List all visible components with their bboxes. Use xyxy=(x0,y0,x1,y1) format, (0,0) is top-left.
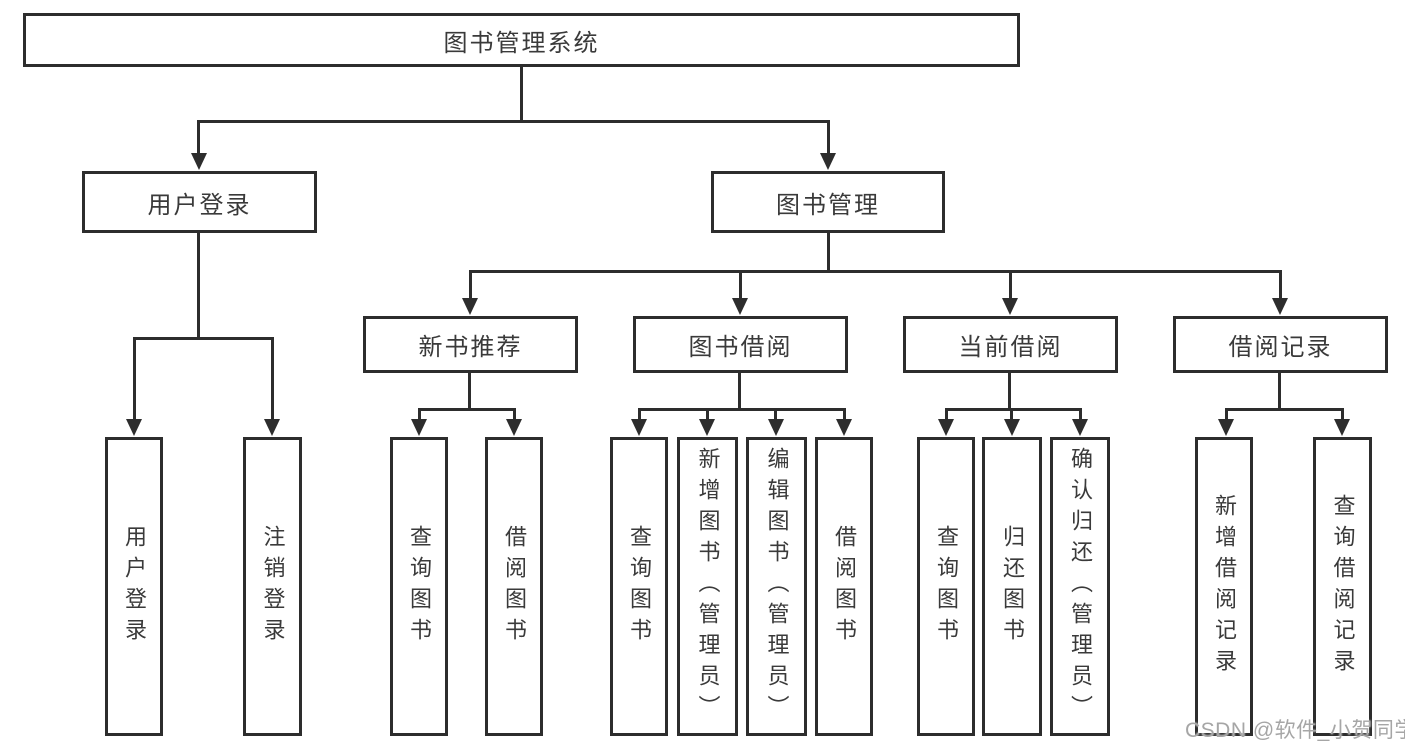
connector-stub xyxy=(197,120,200,156)
connector-stub xyxy=(469,270,472,300)
leaf-logout: 注销登录 xyxy=(243,437,302,736)
node-borrowing-records: 借阅记录 xyxy=(1173,316,1388,373)
arrowhead xyxy=(1218,419,1234,436)
connector-stub xyxy=(774,408,777,421)
node-user-login: 用户登录 xyxy=(82,171,317,233)
arrowhead xyxy=(506,419,522,436)
arrowhead xyxy=(1002,298,1018,315)
arrowhead xyxy=(768,419,784,436)
connector-stub xyxy=(1341,408,1344,421)
connector-stub xyxy=(945,408,948,421)
leaf-label: 新增图书（管理员） xyxy=(695,447,721,726)
leaf-confirm-return-admin: 确认归还（管理员） xyxy=(1050,437,1110,736)
leaf-label: 归还图书 xyxy=(1000,524,1025,649)
arrowhead xyxy=(1004,419,1020,436)
node-label: 当前借阅 xyxy=(958,334,1063,361)
leaf-label: 注销登录 xyxy=(260,524,286,649)
connector-recommend-split xyxy=(418,408,516,411)
arrowhead xyxy=(836,419,852,436)
leaf-query-books-borrowing: 查询图书 xyxy=(610,437,668,736)
arrowhead xyxy=(1072,419,1088,436)
node-book-management: 图书管理 xyxy=(711,171,945,233)
leaf-label: 编辑图书（管理员） xyxy=(764,447,790,726)
leaf-query-books-current: 查询图书 xyxy=(917,437,975,736)
connector-stub xyxy=(739,270,742,300)
leaf-edit-book-admin: 编辑图书（管理员） xyxy=(746,437,807,736)
arrowhead xyxy=(264,419,280,436)
node-label: 图书管理 xyxy=(776,191,880,219)
leaf-add-book-admin: 新增图书（管理员） xyxy=(677,437,738,736)
connector-stub xyxy=(271,337,274,421)
arrowhead xyxy=(1334,419,1350,436)
connector-borrowing-stem xyxy=(738,372,741,410)
watermark: CSDN @软件_小贺同学 xyxy=(1185,719,1405,742)
connector-stub xyxy=(1079,408,1082,421)
connector-stub xyxy=(513,408,516,421)
arrowhead xyxy=(820,153,836,170)
connector-stub xyxy=(827,120,830,156)
node-library-management-system: 图书管理系统 xyxy=(23,13,1020,67)
leaf-label: 借阅图书 xyxy=(832,524,857,649)
node-current-borrowing: 当前借阅 xyxy=(903,316,1118,373)
leaf-borrow-books-recommend: 借阅图书 xyxy=(485,437,543,736)
arrowhead xyxy=(699,419,715,436)
connector-book-mgmt-split xyxy=(469,270,1281,273)
node-label: 借阅记录 xyxy=(1228,334,1333,361)
arrowhead xyxy=(631,419,647,436)
leaf-query-borrow-record: 查询借阅记录 xyxy=(1313,437,1372,736)
arrowhead xyxy=(1272,298,1288,315)
connector-stub xyxy=(418,408,421,421)
leaf-label: 借阅图书 xyxy=(502,524,527,649)
arrowhead xyxy=(126,419,142,436)
arrowhead xyxy=(411,419,427,436)
arrowhead xyxy=(732,298,748,315)
connector-recommend-stem xyxy=(468,372,471,410)
connector-stub xyxy=(1279,270,1282,300)
connector-stub xyxy=(706,408,709,421)
node-label: 图书借阅 xyxy=(688,334,793,361)
leaf-label: 查询图书 xyxy=(627,524,652,649)
node-book-borrowing: 图书借阅 xyxy=(633,316,848,373)
leaf-label: 用户登录 xyxy=(122,524,147,649)
connector-stub xyxy=(1225,408,1228,421)
connector-user-login-stem xyxy=(197,232,200,339)
leaf-query-books-recommend: 查询图书 xyxy=(390,437,448,736)
connector-book-mgmt-stem xyxy=(827,232,830,272)
connector-borrowing-split xyxy=(638,408,846,411)
node-label: 图书管理系统 xyxy=(443,29,600,57)
connector-stub xyxy=(638,408,641,421)
arrowhead xyxy=(191,153,207,170)
connector-root-stem xyxy=(520,67,523,122)
node-new-book-recommend: 新书推荐 xyxy=(363,316,578,373)
arrowhead xyxy=(938,419,954,436)
connector-stub xyxy=(1010,408,1013,421)
leaf-label: 确认归还（管理员） xyxy=(1068,447,1093,726)
connector-stub xyxy=(1009,270,1012,300)
connector-user-login-split xyxy=(133,337,274,340)
connector-stub xyxy=(133,337,136,421)
leaf-borrow-books: 借阅图书 xyxy=(815,437,873,736)
connector-records-split xyxy=(1225,408,1344,411)
leaf-label: 新增借阅记录 xyxy=(1212,493,1237,680)
leaf-label: 查询图书 xyxy=(407,524,432,649)
node-label: 新书推荐 xyxy=(418,334,523,361)
leaf-label: 查询借阅记录 xyxy=(1330,493,1356,680)
arrowhead xyxy=(462,298,478,315)
connector-current-stem xyxy=(1008,372,1011,410)
node-label: 用户登录 xyxy=(147,191,252,219)
leaf-return-books: 归还图书 xyxy=(982,437,1042,736)
connector-root-split xyxy=(198,120,830,123)
leaf-label: 查询图书 xyxy=(934,524,959,649)
connector-current-split xyxy=(945,408,1082,411)
connector-stub xyxy=(843,408,846,421)
leaf-add-borrow-record: 新增借阅记录 xyxy=(1195,437,1253,736)
connector-records-stem xyxy=(1278,372,1281,410)
leaf-user-login: 用户登录 xyxy=(105,437,163,736)
